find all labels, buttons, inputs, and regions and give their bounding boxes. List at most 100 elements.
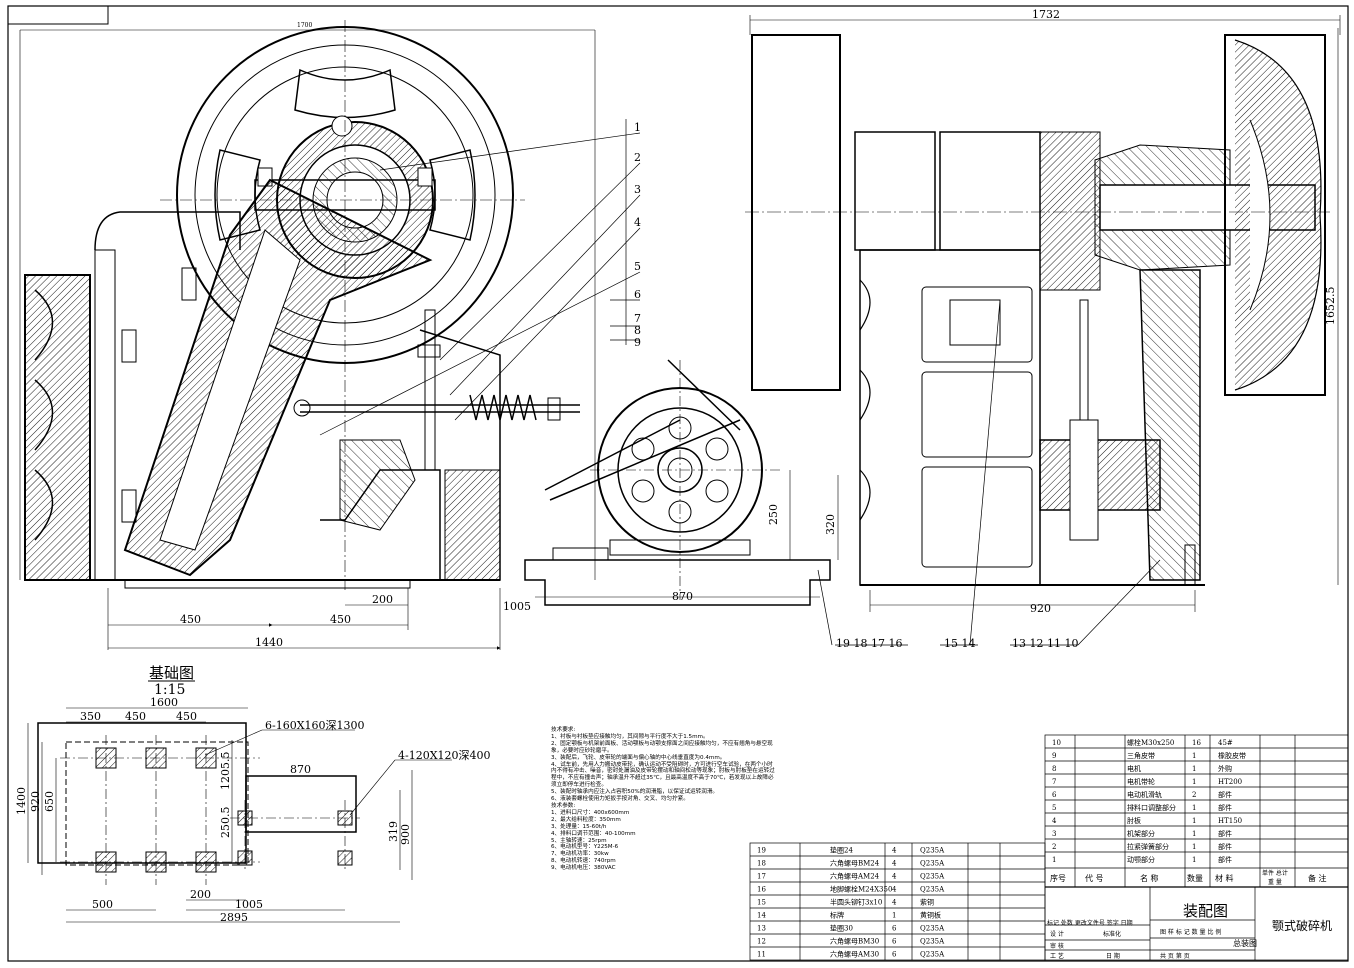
bom-row-material: Q235A [920, 937, 945, 945]
balloon-group-13-10: 13 12 11 10 [1012, 637, 1078, 650]
title-block: 装配图 颚式破碎机 总装图 标记 处数 更改文件号 签字 日期 图 样 标 记 … [1047, 902, 1332, 960]
bom-row-qty: 1 [892, 911, 896, 919]
bom-row-no: 3 [1052, 830, 1056, 838]
date-label: 日 期 [1106, 952, 1120, 960]
bom-header-seq: 序号 [1050, 873, 1066, 883]
bom-row-qty: 1 [1192, 778, 1196, 786]
dim-1400: 1400 [15, 787, 28, 815]
motor-view [524, 299, 1161, 646]
dim-870: 870 [672, 590, 693, 603]
bom-row-name: 六角螺母AM30 [830, 949, 879, 958]
bom-header-weight: 重 量 [1268, 878, 1282, 886]
bom-row-material: 橡胶皮带 [1218, 751, 1246, 760]
craft-label: 工 艺 [1050, 952, 1064, 960]
bom-row-material: 黄铜板 [920, 910, 941, 919]
bom-row-no: 18 [757, 859, 766, 867]
dim-1440: 1440 [255, 636, 283, 649]
foundation-drawing [27, 680, 452, 923]
bom-row-name: 螺栓M30x250 [1127, 738, 1174, 747]
balloon-group-19-16: 19 18 17 16 [836, 637, 902, 650]
bom-row-no: 2 [1052, 843, 1056, 851]
bom-header-code: 代 号 [1085, 873, 1104, 883]
machine-name: 颚式破碎机 [1272, 918, 1332, 933]
bom-row-name: 地脚螺栓M24X350 [830, 884, 892, 893]
motor-view-labels: 870 250 320 19 18 17 16 15 14 13 12 11 1… [672, 504, 1078, 650]
bom-row-qty: 2 [1192, 791, 1196, 799]
bom-header: 序号 代 号 名 称 数量 材 料 单件 总计 重 量 备 注 [1050, 869, 1327, 886]
bom-row-qty: 6 [892, 924, 897, 932]
bom-row-no: 16 [757, 885, 766, 893]
bom-row-name: 垫圈24 [830, 845, 853, 854]
bom-row-name: 六角螺母AM24 [830, 871, 880, 880]
balloon-8: 8 [634, 324, 641, 337]
bom-row-name: 肘板 [1127, 816, 1141, 825]
bom-row-no: 13 [757, 924, 766, 932]
bom-row-no: 12 [757, 937, 766, 945]
bom-row-qty: 1 [1192, 830, 1196, 838]
dim-920: 920 [1030, 602, 1051, 615]
bom-row-qty: 16 [1192, 739, 1201, 747]
drawing-type: 装配图 [1183, 902, 1228, 920]
dim-450a: 450 [125, 710, 146, 723]
bom-row-qty: 1 [1192, 843, 1196, 851]
dim-foundation-1005: 1005 [235, 898, 263, 911]
dim-1005: 1005 [503, 600, 531, 613]
bom-row-no: 8 [1052, 765, 1056, 773]
dim-450-mid: 450 [330, 613, 351, 626]
bom-row-no: 6 [1052, 791, 1057, 799]
foundation-labels: 基础图 1:15 1600 350 450 450 870 1400 920 6… [15, 664, 491, 924]
balloon-5: 5 [634, 260, 641, 273]
revision-row: 标记 处数 更改文件号 签字 日期 [1047, 919, 1133, 927]
bom-row-no: 19 [757, 846, 766, 854]
corner-box [7, 5, 109, 25]
bom-header-name: 名 称 [1140, 873, 1159, 883]
sheet-border [7, 5, 1349, 962]
bom-row-material: HT200 [1218, 778, 1242, 786]
bom-row-qty: 6 [892, 937, 897, 945]
balloon-3: 3 [634, 183, 641, 196]
bom-row-no: 4 [1052, 817, 1057, 825]
drawing-mark-row: 图 样 标 记 数 量 比 例 [1160, 928, 1221, 936]
bom-row-material: 外购 [1218, 764, 1232, 773]
balloon-2: 2 [634, 151, 641, 164]
bom-row-material: Q235A [920, 885, 945, 893]
bom-row-no: 9 [1052, 752, 1056, 760]
bom-row-qty: 4 [892, 885, 897, 893]
dim-foundation-870: 870 [290, 763, 311, 776]
bom-row-material: 45# [1218, 739, 1233, 747]
bom-row-name: 六角螺母BM24 [830, 858, 880, 867]
dim-1600: 1600 [150, 696, 178, 709]
technical-notes: 技术要求: 1、衬板与衬板垫应接触均匀，其间隙与平行度不大于1.5mm。 2、固… [551, 727, 775, 872]
bom-row-name: 标牌 [830, 910, 844, 919]
foundation-note-1: 6-160X160深1300 [265, 719, 365, 732]
dim-250: 250 [767, 504, 780, 525]
bom-row-no: 17 [757, 872, 766, 880]
dim-250-5: 250.5 [219, 807, 232, 839]
dim-450b: 450 [176, 710, 197, 723]
bom-row-qty: 4 [892, 898, 897, 906]
bom-row-name: 三角皮带 [1127, 751, 1155, 760]
dim-350: 350 [80, 710, 101, 723]
bom-row-name: 电机带轮 [1127, 777, 1155, 786]
bom-row-material: HT150 [1218, 817, 1242, 825]
bom-row-material: Q235A [920, 924, 945, 932]
bom-row-no: 11 [757, 950, 766, 958]
dim-450-left: 450 [180, 613, 201, 626]
bom-header-unit: 单件 总计 [1262, 869, 1288, 877]
bom-row-material: Q235A [920, 859, 945, 867]
bom-header-remark: 备 注 [1308, 873, 1327, 883]
bom-upper-grid [1044, 734, 1349, 961]
front-view-labels: 1700 450 450 200 1440 1005 1 2 3 4 5 6 7… [180, 22, 641, 649]
balloon-6: 6 [634, 288, 641, 301]
bom-row-material: 部件 [1218, 855, 1232, 864]
bom-row-qty: 4 [892, 846, 897, 854]
foundation-title: 基础图 [149, 664, 194, 682]
bom-row-name: 垫圈30 [830, 923, 853, 932]
bom-row-qty: 4 [892, 872, 897, 880]
dim-200: 200 [372, 593, 393, 606]
bom-row-no: 5 [1052, 804, 1056, 812]
bom-row-material: Q235A [920, 846, 945, 854]
front-view [19, 20, 641, 650]
